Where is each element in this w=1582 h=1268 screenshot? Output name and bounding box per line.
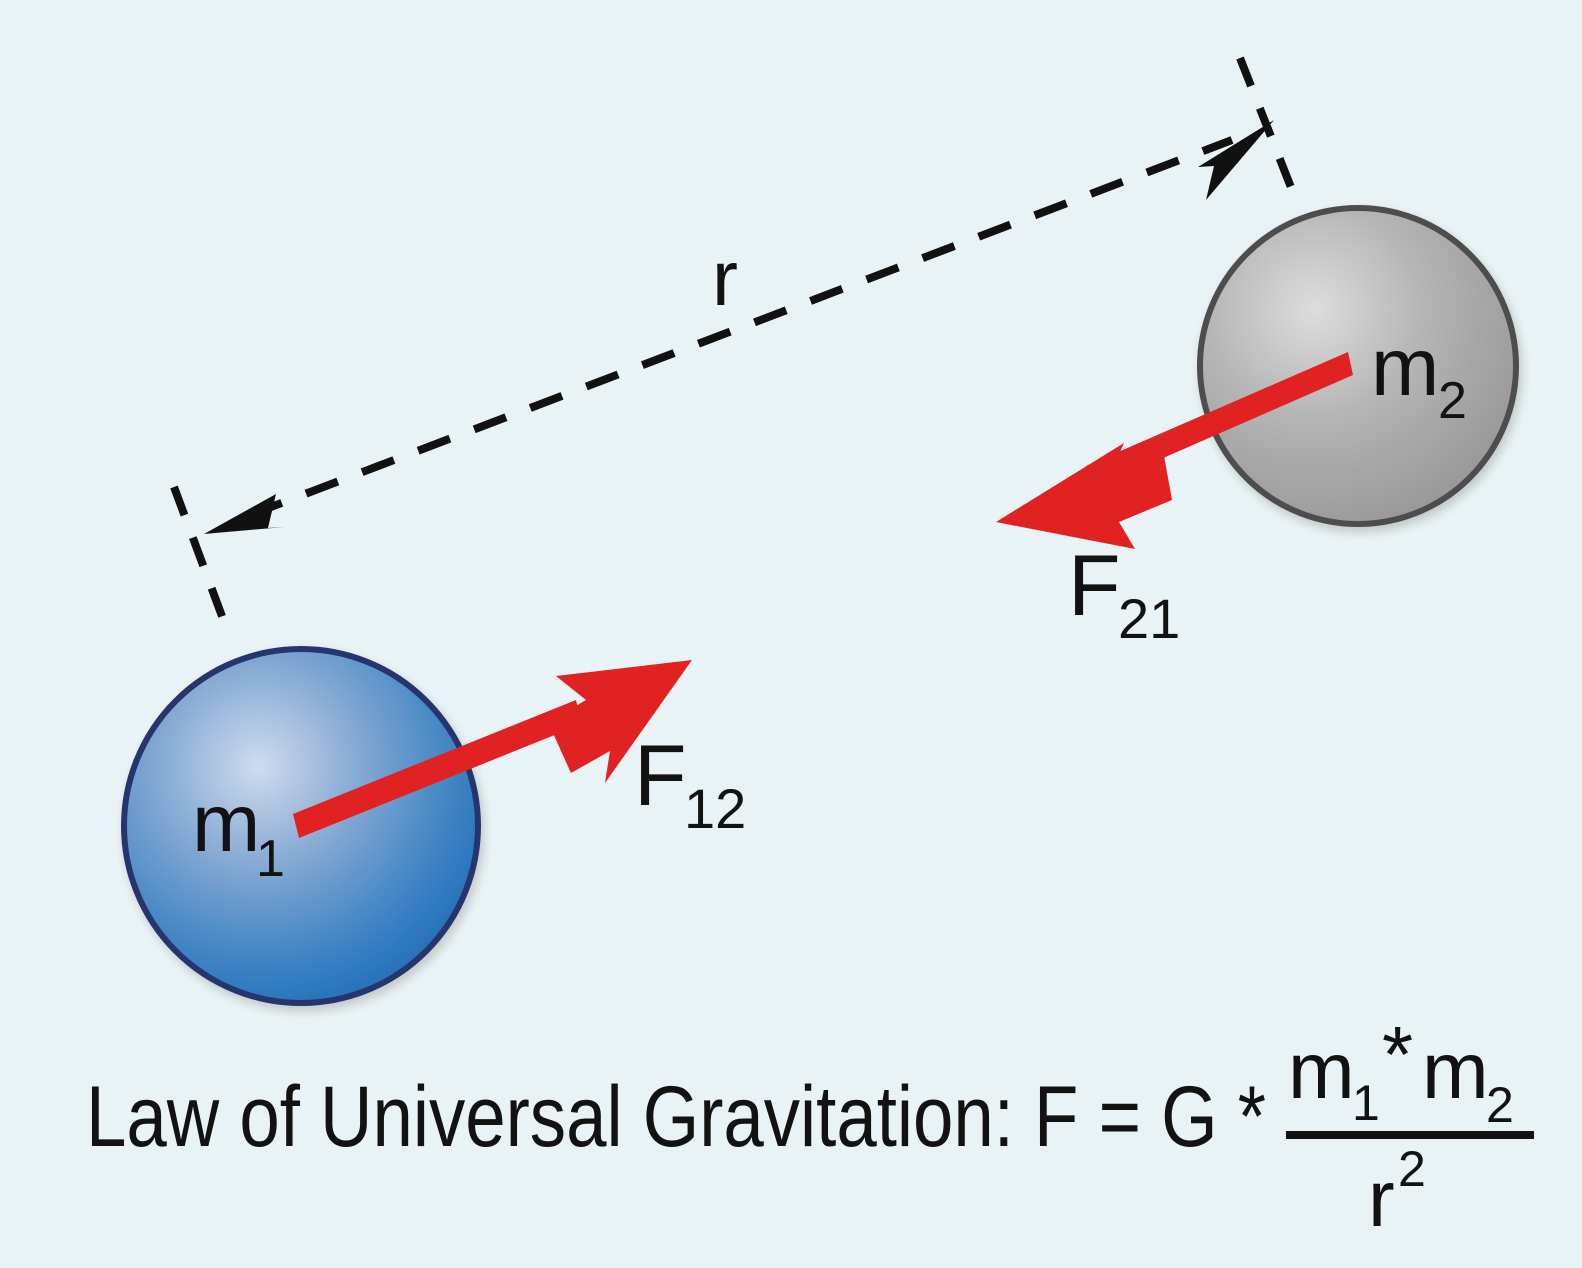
force-21-subscript: 21 <box>1118 587 1180 650</box>
force-12-shaft <box>293 700 582 838</box>
formula-numerator-m1: m <box>1288 1026 1355 1115</box>
force-21-arrow <box>996 352 1353 549</box>
mass-1-label: m <box>192 778 260 869</box>
force-12-subscript: 12 <box>684 777 746 840</box>
mass-1-subscript: 1 <box>256 830 285 888</box>
formula-numerator-times: * <box>1382 1010 1413 1099</box>
force-21-label-group: F 21 <box>1068 538 1180 650</box>
formula-numerator-m2: m <box>1422 1026 1489 1115</box>
formula-denominator-exponent: 2 <box>1398 1141 1426 1197</box>
mass-2-subscript: 2 <box>1438 372 1467 430</box>
caption-formula-group: Law of Universal Gravitation: F = G * m … <box>86 1010 1534 1243</box>
force-12-label: F <box>634 728 687 824</box>
formula-numerator-m2-subscript: 2 <box>1486 1077 1514 1133</box>
distance-arrowhead-right <box>1198 120 1274 200</box>
mass-1-label-group: m 1 <box>192 778 285 888</box>
distance-tick-right <box>1236 56 1300 202</box>
force-21-head <box>996 443 1172 549</box>
force-21-label: F <box>1068 538 1121 634</box>
force-12-arrow <box>293 660 692 838</box>
separation-distance-group <box>170 56 1300 629</box>
distance-label-r: r <box>712 234 738 322</box>
mass-2-label: m <box>1371 322 1439 413</box>
formula-denominator-r: r <box>1368 1154 1395 1243</box>
distance-arrowhead-left <box>204 494 284 534</box>
mass-2-body <box>1197 205 1519 527</box>
force-12-head <box>548 660 692 783</box>
formula-numerator-m1-subscript: 1 <box>1352 1075 1380 1131</box>
distance-dashed-line <box>248 136 1234 519</box>
gray-sphere <box>1197 205 1519 527</box>
force-12-label-group: F 12 <box>634 728 746 840</box>
caption-text: Law of Universal Gravitation: F = G * <box>86 1069 1266 1165</box>
distance-tick-left <box>170 485 230 629</box>
mass-2-label-group: m 2 <box>1371 322 1467 430</box>
